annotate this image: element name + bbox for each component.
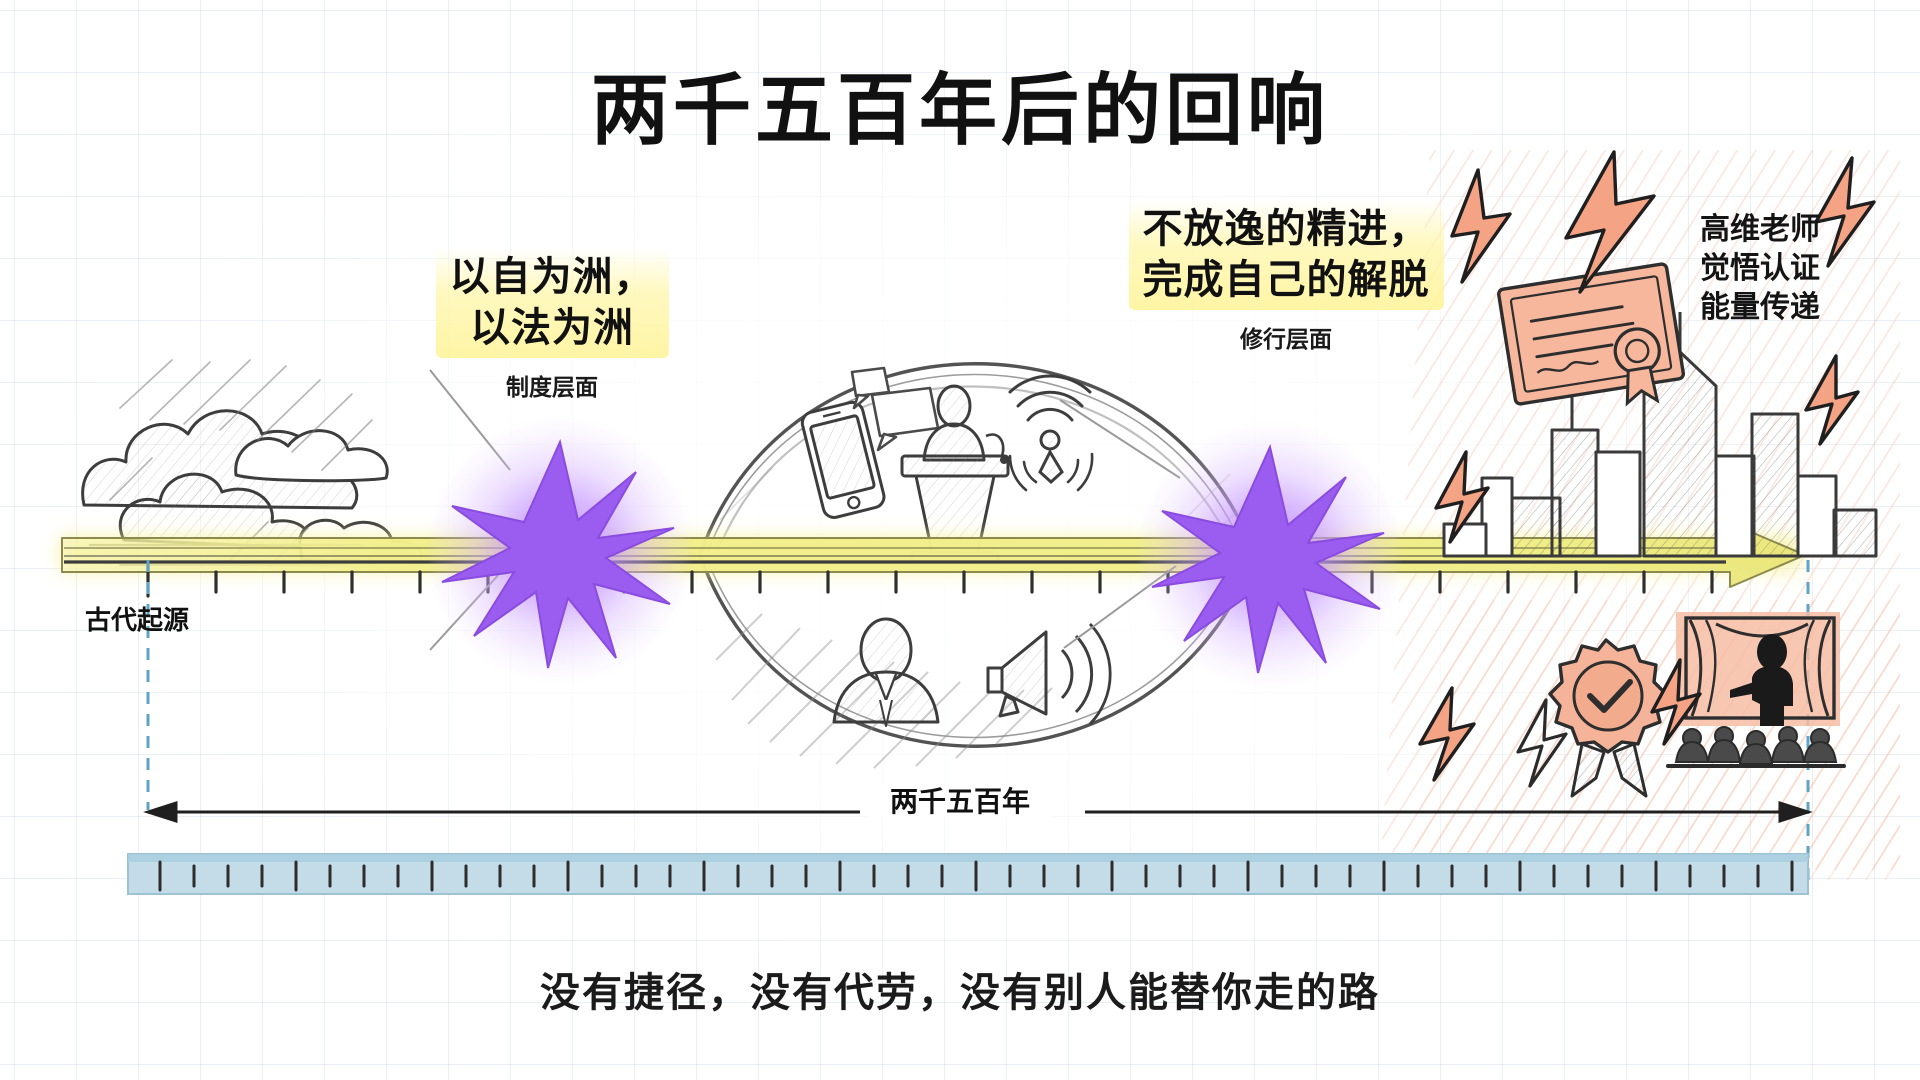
lightning-bolt-outline-icon: [1516, 698, 1568, 788]
callout-headline: 不放逸的精进， 完成自己的解脱: [1128, 200, 1444, 311]
span-label: 两千五百年: [0, 780, 1920, 820]
lightning-bolt-icon: [1418, 150, 1876, 782]
energy-note: 高维老师 觉悟认证 能量传递: [1700, 213, 1820, 324]
star-burst-icon: [441, 438, 675, 669]
callout-practice: 不放逸的精进， 完成自己的解脱 修行层面: [1086, 200, 1486, 354]
city-skyline-icon: [1442, 312, 1878, 558]
broadcast-signal-icon: [1008, 374, 1094, 492]
cloud-icon: [81, 359, 424, 567]
span-measure-arrow: [143, 800, 1813, 824]
span-label-text: 两千五百年: [867, 786, 1052, 817]
speech-bubbles-icon: [850, 366, 940, 452]
certificate-icon: [1497, 262, 1686, 407]
callout-sublabel: 制度层面: [506, 374, 598, 401]
star-burst-institution: [430, 420, 690, 680]
origin-label: 古代起源: [85, 605, 190, 635]
star-burst-practice: [1140, 425, 1400, 685]
callout-sublabel: 修行层面: [1240, 326, 1332, 353]
footer-tagline: 没有捷径，没有代劳，没有别人能替你走的路: [540, 971, 1380, 1015]
podium-speaker-icon: [900, 384, 1010, 564]
award-badge-icon: [1548, 638, 1668, 798]
page-title: 两千五百年后的回响: [590, 66, 1329, 154]
callout-institution: 以自为洲， 以法为洲 制度层面: [372, 248, 732, 402]
ruler-icon: [127, 853, 1809, 895]
callout-headline: 以自为洲， 以法为洲: [435, 248, 669, 359]
smartphone-icon: [800, 400, 886, 519]
megaphone-icon: [986, 623, 1112, 725]
star-burst-icon: [1151, 443, 1385, 674]
stage-presenter-icon: [1666, 612, 1846, 768]
person-bust-icon: [832, 617, 940, 727]
